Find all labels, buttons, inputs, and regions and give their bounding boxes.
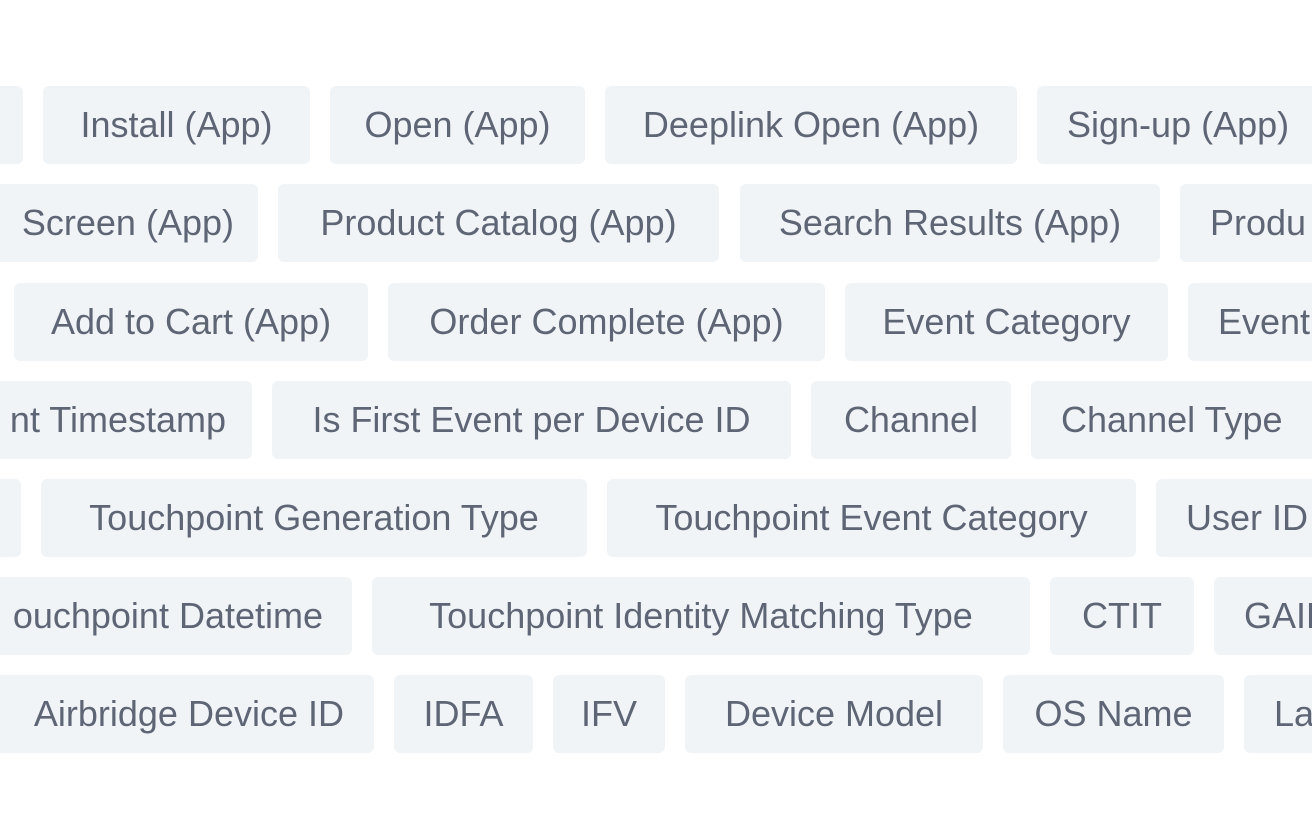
tag-partial-left[interactable] — [0, 86, 23, 164]
tag-touchpoint-datetime-partial[interactable]: ouchpoint Datetime — [0, 577, 352, 655]
tag-row-5: Touchpoint Generation Type Touchpoint Ev… — [0, 479, 1312, 557]
tag-event-category[interactable]: Event Category — [845, 283, 1168, 361]
tag-touchpoint-event-category[interactable]: Touchpoint Event Category — [607, 479, 1136, 557]
tag-user-id[interactable]: User ID — [1156, 479, 1312, 557]
tag-ifv[interactable]: IFV — [553, 675, 665, 753]
tag-product-partial[interactable]: Produ — [1180, 184, 1312, 262]
tag-row-1: Install (App) Open (App) Deeplink Open (… — [0, 86, 1312, 164]
tag-event-timestamp-partial[interactable]: nt Timestamp — [0, 381, 252, 459]
tag-row-7: Airbridge Device ID IDFA IFV Device Mode… — [0, 675, 1312, 753]
tag-row-6: ouchpoint Datetime Touchpoint Identity M… — [0, 577, 1312, 655]
tag-row-4: nt Timestamp Is First Event per Device I… — [0, 381, 1312, 459]
tag-row-2: Screen (App) Product Catalog (App) Searc… — [0, 184, 1312, 262]
tag-event-partial[interactable]: Event — [1188, 283, 1312, 361]
tag-ctit[interactable]: CTIT — [1050, 577, 1194, 655]
tag-deeplink-open-app[interactable]: Deeplink Open (App) — [605, 86, 1017, 164]
tag-touchpoint-generation-type[interactable]: Touchpoint Generation Type — [41, 479, 587, 557]
tag-product-catalog-app[interactable]: Product Catalog (App) — [278, 184, 719, 262]
tag-search-results-app[interactable]: Search Results (App) — [740, 184, 1160, 262]
tag-install-app[interactable]: Install (App) — [43, 86, 310, 164]
tag-add-to-cart-app[interactable]: Add to Cart (App) — [14, 283, 368, 361]
tag-airbridge-device-id[interactable]: Airbridge Device ID — [0, 675, 374, 753]
tag-os-name[interactable]: OS Name — [1003, 675, 1224, 753]
tag-channel[interactable]: Channel — [811, 381, 1011, 459]
tag-gaid-partial[interactable]: GAID — [1214, 577, 1312, 655]
tag-row-3: Add to Cart (App) Order Complete (App) E… — [0, 283, 1312, 361]
tag-partial-left[interactable] — [0, 479, 21, 557]
tag-channel-type[interactable]: Channel Type — [1031, 381, 1312, 459]
tag-language-partial[interactable]: La — [1244, 675, 1312, 753]
tag-device-model[interactable]: Device Model — [685, 675, 983, 753]
tag-open-app[interactable]: Open (App) — [330, 86, 585, 164]
tag-sign-up-app[interactable]: Sign-up (App) — [1037, 86, 1312, 164]
tag-order-complete-app[interactable]: Order Complete (App) — [388, 283, 825, 361]
tag-touchpoint-identity-matching-type[interactable]: Touchpoint Identity Matching Type — [372, 577, 1030, 655]
tag-idfa[interactable]: IDFA — [394, 675, 533, 753]
tag-is-first-event-per-device-id[interactable]: Is First Event per Device ID — [272, 381, 791, 459]
tag-screen-app[interactable]: Screen (App) — [0, 184, 258, 262]
